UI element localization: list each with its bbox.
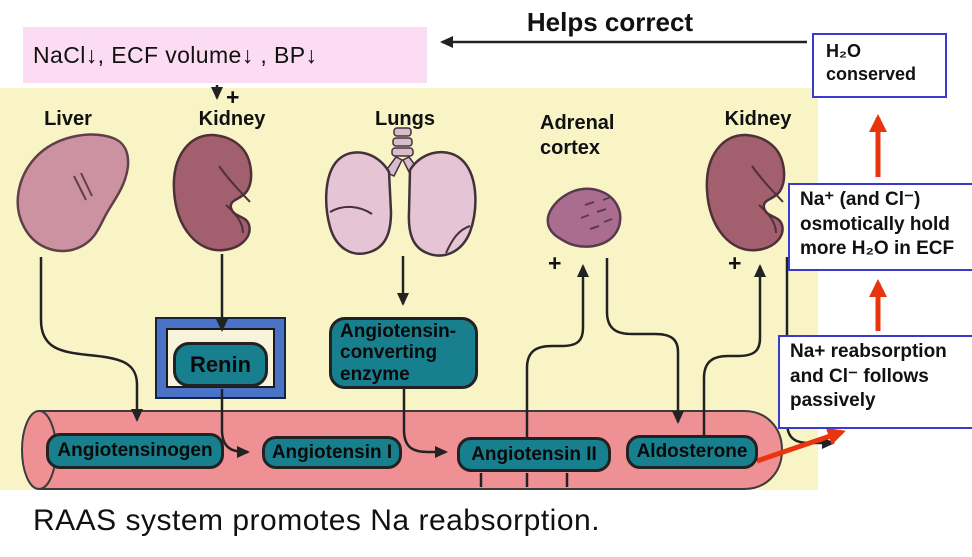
plus-sign-kidney-right-stimulus: + bbox=[728, 250, 742, 276]
kidney-right-illustration bbox=[705, 133, 786, 252]
line-ace-to-angiotensin2 bbox=[402, 389, 448, 458]
organ-label-kidney-left: Kidney bbox=[198, 108, 266, 130]
lines-angiotensin2-stubs bbox=[479, 473, 569, 487]
angiotensinogen-box: Angiotensinogen bbox=[46, 433, 224, 469]
line-angiotensin2-to-adrenal bbox=[525, 264, 589, 437]
caption: RAAS system promotes Na reabsorption. bbox=[33, 504, 601, 537]
kidney-left-illustration bbox=[172, 133, 253, 252]
aldosterone-box: Aldosterone bbox=[626, 435, 758, 469]
arrow-aldosterone-to-reabsorption bbox=[756, 428, 846, 464]
organ-label-liver: Liver bbox=[44, 108, 92, 130]
line-liver-to-angiotensinogen bbox=[39, 257, 143, 422]
line-adrenal-to-aldosterone bbox=[605, 258, 684, 424]
helps-correct-label: Helps correct bbox=[526, 7, 694, 37]
na-osmotic-box: Na⁺ (and Cl⁻) osmotically hold more H₂O … bbox=[788, 183, 972, 271]
organ-label-adrenal-cortex: Adrenal cortex bbox=[540, 112, 615, 159]
lungs-illustration bbox=[325, 127, 477, 257]
h2o-conserved-box: H₂O conserved bbox=[812, 33, 947, 98]
condition-box: NaCl↓, ECF volume↓ , BP↓ bbox=[23, 27, 427, 83]
organ-label-lungs: Lungs bbox=[375, 108, 435, 130]
na-reabsorption-box: Na+ reabsorption and Cl⁻ follows passive… bbox=[778, 335, 972, 429]
ace-box: Angiotensin- converting enzyme bbox=[329, 317, 478, 389]
renin-box: Renin bbox=[173, 342, 268, 387]
line-aldosterone-to-kidney bbox=[702, 264, 766, 435]
angiotensin-ii-box: Angiotensin II bbox=[457, 437, 611, 472]
plus-sign-adrenal-stimulus: + bbox=[548, 250, 562, 276]
line-renin-to-angiotensin1 bbox=[220, 389, 250, 458]
liver-illustration bbox=[16, 133, 130, 253]
organ-label-kidney-right: Kidney bbox=[724, 108, 792, 130]
plus-sign-kidney-stimulus: + bbox=[226, 84, 240, 110]
adrenal-cortex-illustration bbox=[546, 187, 622, 248]
angiotensin-i-box: Angiotensin I bbox=[262, 436, 402, 469]
